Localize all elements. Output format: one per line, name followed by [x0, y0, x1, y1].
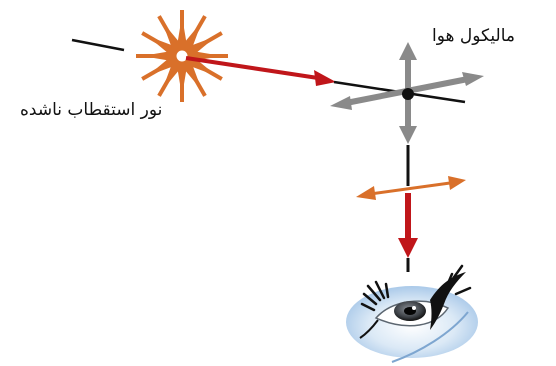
- eye-icon: [346, 266, 478, 362]
- air-molecule-dot: [402, 88, 414, 100]
- burst-center: [175, 49, 189, 63]
- air-molecule-label: مالیکول هوا: [432, 26, 515, 46]
- sun-burst-icon: [136, 10, 228, 102]
- unpolarized-light-label: نور استقطاب ناشده: [20, 100, 162, 120]
- incoming-ray-line: [72, 40, 124, 50]
- scattered-ray-arrow: [398, 193, 418, 258]
